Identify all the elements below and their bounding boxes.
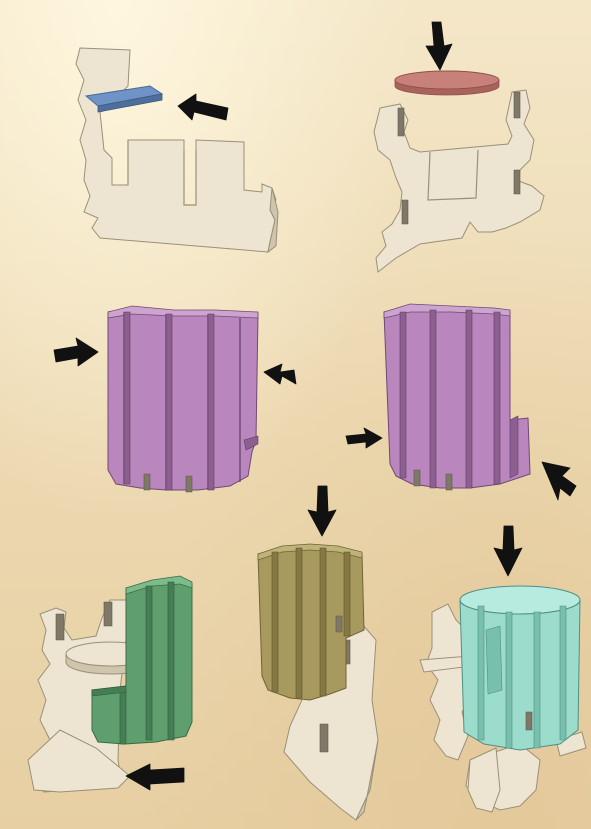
wood-panel-side xyxy=(267,187,279,254)
fold-rib-2 xyxy=(429,309,437,489)
slot-center xyxy=(183,150,197,206)
wood-front-panel xyxy=(27,729,131,793)
arrow-up-left xyxy=(541,461,577,501)
step-2-drop-red-disc xyxy=(373,21,545,273)
olive-rib-1 xyxy=(271,551,279,693)
center-notch xyxy=(427,149,479,201)
arrow-left xyxy=(177,93,229,121)
step-5-slide-green-panel xyxy=(27,575,193,793)
green-rib-3 xyxy=(119,689,127,745)
wood-frame xyxy=(373,89,545,273)
fold-flap xyxy=(509,415,519,479)
arrow-down-middle xyxy=(307,485,337,537)
green-panel-rim xyxy=(125,575,193,595)
fold-rib-4 xyxy=(493,311,501,485)
teal-rib-2 xyxy=(505,611,513,749)
teal-notch xyxy=(525,711,533,731)
arrow-left-inward xyxy=(263,363,297,385)
teal-handle xyxy=(485,625,503,695)
fold-rib-3 xyxy=(465,309,473,489)
teal-rib-1 xyxy=(477,605,485,741)
olive-rib-2 xyxy=(295,547,303,699)
fold-rib-1 xyxy=(399,311,407,479)
green-rib-1 xyxy=(145,585,153,741)
slot-fold-b xyxy=(445,473,453,491)
slot-top-left xyxy=(397,107,405,137)
slot-bottom-right xyxy=(513,169,521,195)
arrow-right-small xyxy=(345,427,383,449)
slot-top-right xyxy=(513,91,521,119)
slot-fold-a xyxy=(413,469,421,487)
wood-support-side xyxy=(355,739,379,821)
teal-rib-4 xyxy=(559,605,567,741)
arrow-left-bottom xyxy=(125,763,185,791)
arrow-down xyxy=(425,21,453,71)
green-rib-2 xyxy=(167,581,175,741)
red-disc-edge xyxy=(394,79,500,96)
step-7-lower-teal-cylinder xyxy=(419,525,587,813)
step-4-fold-purple-panel xyxy=(345,303,577,501)
arrow-down-right xyxy=(493,525,523,577)
rib-shade-2 xyxy=(165,313,173,491)
step-1-insert-blue-tab xyxy=(75,47,279,254)
step-cut xyxy=(243,435,259,451)
olive-rib-4 xyxy=(343,551,351,637)
olive-notch xyxy=(335,615,343,633)
wood-base-slot-2 xyxy=(103,601,113,627)
teal-rib-3 xyxy=(533,611,541,749)
wood-front-leg xyxy=(467,747,501,813)
olive-rib-3 xyxy=(319,547,327,697)
step-3-curl-purple-panel xyxy=(53,305,297,493)
blue-tab-edge xyxy=(97,93,163,113)
arrow-right xyxy=(53,337,99,367)
slot-bottom-b xyxy=(185,475,193,493)
rib-shade-1 xyxy=(123,311,131,485)
wood-support-slot xyxy=(319,723,329,753)
step-6-lower-olive-panel xyxy=(257,485,379,821)
slot-bottom-a xyxy=(143,473,151,491)
wood-base-slot xyxy=(55,613,65,641)
slot-bottom-left xyxy=(401,199,409,225)
purple-panel xyxy=(107,307,259,491)
wood-panel xyxy=(75,47,277,253)
rib-shade-3 xyxy=(207,313,215,491)
green-step xyxy=(91,685,127,697)
